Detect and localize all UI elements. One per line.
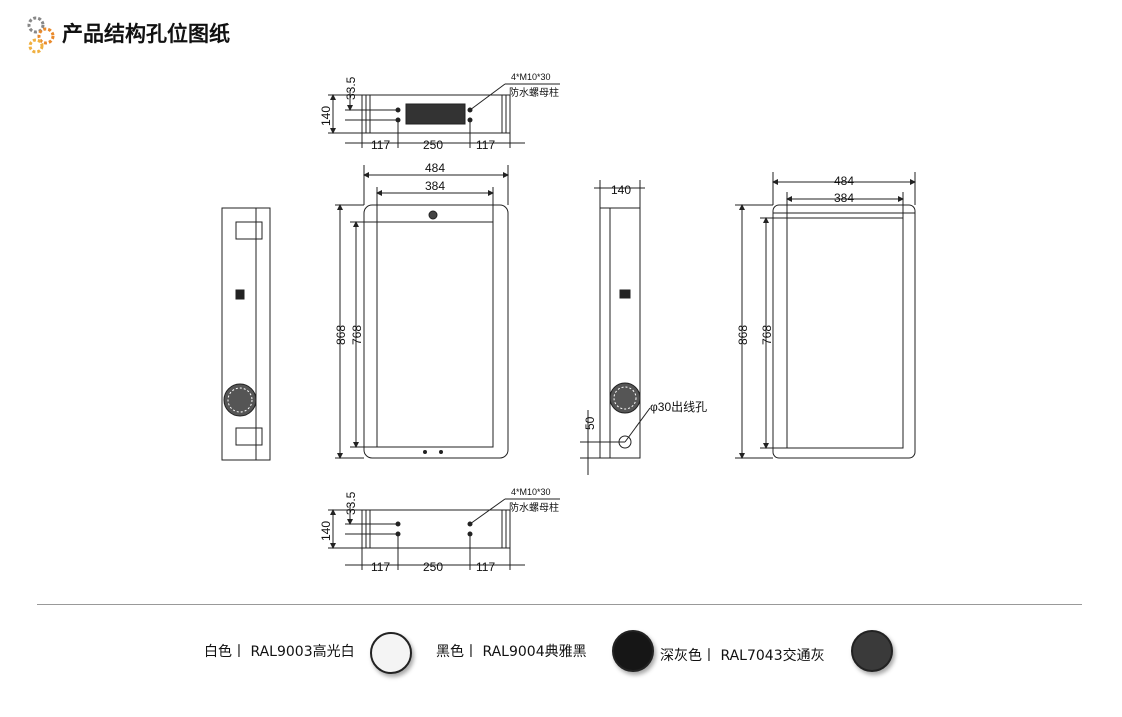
- dim-117-left: 117: [371, 138, 390, 152]
- page-title: 产品结构孔位图纸: [62, 22, 230, 46]
- dim-inner-height: 768: [350, 325, 364, 345]
- drawing: 33.5 140 117 250 117 4*M10*30 防水螺母柱 33.5…: [221, 72, 916, 574]
- dim-140: 140: [319, 521, 333, 541]
- dim-outer-height: 868: [736, 325, 750, 345]
- dim-depth: 140: [611, 183, 631, 197]
- note-nut: 防水螺母柱: [509, 501, 559, 514]
- dim-140: 140: [319, 106, 333, 126]
- swatch-gray: [851, 630, 893, 672]
- cable-hole-label: φ30出线孔: [650, 400, 707, 414]
- gears-icon: [24, 14, 60, 58]
- dim-inner-width: 384: [425, 179, 445, 193]
- dim-outer-height: 868: [334, 325, 348, 345]
- dim-117-left: 117: [371, 560, 390, 574]
- note-nut-spec: 4*M10*30: [511, 487, 551, 497]
- dim-inner-height: 768: [760, 325, 774, 345]
- dim-250: 250: [423, 560, 443, 574]
- dim-outer-width: 484: [834, 174, 854, 188]
- bottom-view: 33.5 140 117 250 117 4*M10*30 防水螺母柱: [319, 487, 560, 574]
- dim-250: 250: [423, 138, 443, 152]
- divider: [37, 604, 1082, 605]
- color-label-black: 黑色丨 RAL9004典雅黑: [436, 644, 587, 660]
- left-side-view: [221, 207, 271, 461]
- dim-33-5: 33.5: [344, 491, 358, 515]
- dim-117-right: 117: [476, 138, 495, 152]
- dim-outer-width: 484: [425, 161, 445, 175]
- note-nut-spec: 4*M10*30: [511, 72, 551, 82]
- color-label-gray: 深灰色丨 RAL7043交通灰: [660, 648, 825, 664]
- dim-inner-width: 384: [834, 191, 854, 205]
- right-side-view: 140 φ30出线孔 50: [580, 180, 707, 475]
- color-label-white: 白色丨 RAL9003高光白: [204, 644, 355, 660]
- top-view: 33.5 140 117 250 117 4*M10*30 防水螺母柱: [319, 72, 560, 152]
- dim-hole-offset: 50: [583, 416, 597, 430]
- swatch-black: [612, 630, 654, 672]
- swatch-white: [370, 632, 412, 674]
- front-view: 484 384 868 768: [334, 161, 509, 459]
- dim-33-5: 33.5: [344, 76, 358, 100]
- dim-117-right: 117: [476, 560, 495, 574]
- note-nut: 防水螺母柱: [509, 86, 559, 99]
- back-view: 484 384 868 768: [735, 172, 916, 459]
